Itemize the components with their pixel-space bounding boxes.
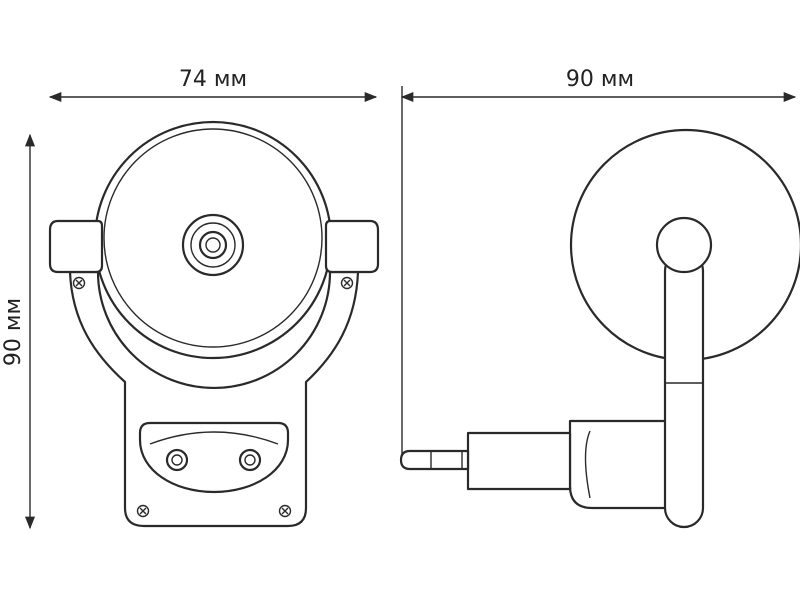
dimension-side-width: 90 мм (400, 67, 797, 460)
screw-icon (278, 504, 292, 518)
side-arm (663, 250, 705, 529)
side-width-label: 90 мм (566, 67, 634, 92)
socket-outlet (138, 421, 290, 494)
front-view (48, 120, 380, 528)
screw-icon (340, 276, 354, 290)
screw-icon (72, 276, 86, 290)
side-plug-pin (399, 449, 470, 471)
lamp-disc (93, 120, 333, 360)
screw-icon (136, 504, 150, 518)
dimension-height: 90 мм (1, 133, 36, 530)
right-hinge-knob (324, 219, 380, 274)
socket-hole-left-icon (165, 448, 189, 472)
side-housing (568, 419, 668, 510)
front-width-label: 74 мм (179, 67, 247, 92)
side-plug-body (466, 431, 572, 491)
side-view (399, 128, 800, 529)
left-hinge-knob (48, 219, 104, 274)
side-pivot-knob (655, 216, 713, 274)
height-label: 90 мм (1, 298, 26, 366)
dimension-front-width: 74 мм (48, 67, 378, 103)
socket-hole-right-icon (238, 448, 262, 472)
lens-icon (181, 213, 245, 277)
front-bracket-body (68, 270, 360, 528)
